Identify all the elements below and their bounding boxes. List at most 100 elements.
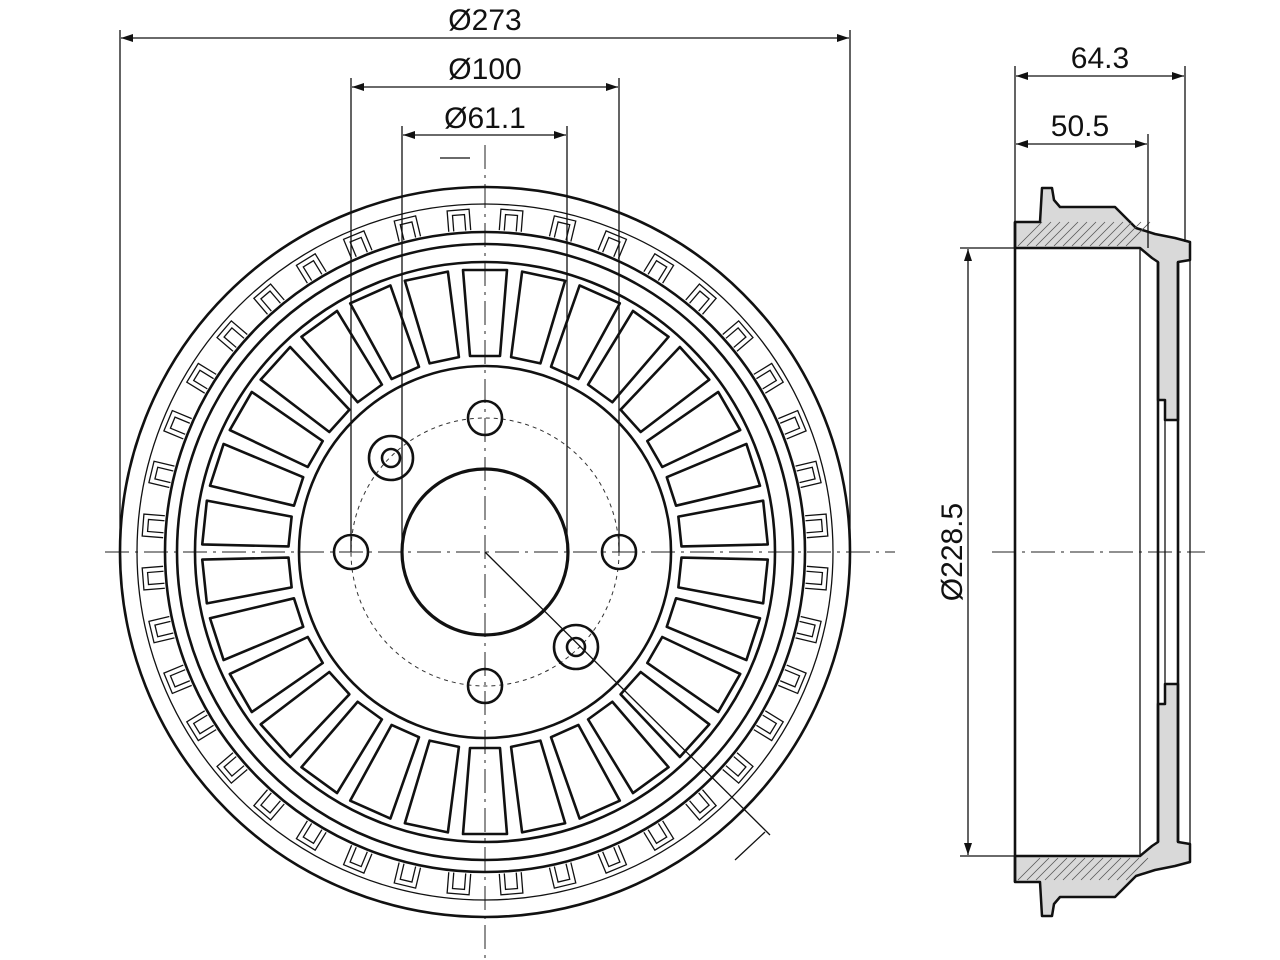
locating-hole-upper-left-inner: [380, 447, 402, 469]
cooling-fin: [795, 460, 822, 489]
cooling-fin: [722, 319, 754, 352]
dim-label-bolt-circle: Ø100: [448, 53, 521, 86]
cooling-fin: [342, 845, 373, 874]
hatch-line: [1053, 857, 1077, 881]
radial-rib: [228, 390, 325, 469]
radial-rib: [586, 309, 670, 404]
hatch-line: [1098, 221, 1124, 247]
cooling-fin: [643, 820, 675, 852]
radial-rib: [619, 670, 711, 759]
hatch-line: [1044, 857, 1068, 881]
dim-label-outer-diameter: Ø273: [448, 4, 521, 37]
hatch-line: [1026, 857, 1050, 881]
radial-rib: [509, 739, 567, 834]
radial-rib: [348, 723, 421, 820]
hatch-line: [1107, 857, 1131, 881]
radial-rib: [208, 442, 305, 507]
cooling-fins: [141, 208, 829, 896]
locating-hole-lower-right-outer: [552, 623, 600, 671]
hatch-line: [1026, 221, 1052, 247]
bolt-hole-bottom: [466, 667, 504, 705]
cooling-fin: [722, 752, 754, 785]
hatch-line: [1080, 857, 1104, 881]
section-tick: [734, 831, 766, 861]
radial-rib: [200, 556, 293, 605]
section-leader-line: [484, 551, 771, 836]
cooling-fin: [548, 215, 577, 242]
radial-rib: [677, 556, 770, 605]
hatch-line: [1125, 221, 1151, 247]
cooling-fin: [446, 208, 472, 232]
cooling-fin: [148, 460, 175, 489]
hatch-line: [1089, 221, 1115, 247]
hatch-line: [1035, 857, 1059, 881]
hatch-line: [1107, 221, 1133, 247]
radial-rib: [549, 723, 622, 820]
cooling-fin: [548, 862, 577, 889]
radial-rib: [300, 700, 384, 795]
radial-rib: [586, 700, 670, 795]
dim-label-center-bore: Ø61.1: [444, 102, 526, 135]
radial-rib: [461, 268, 509, 358]
locating-hole-lower-right-inner: [565, 636, 587, 658]
radial-rib: [228, 635, 325, 714]
cooling-fin: [805, 565, 829, 591]
bolt-hole-top: [466, 399, 504, 437]
section-hatching: [1017, 221, 1151, 881]
cooling-fin: [498, 208, 524, 232]
braking-surface-outer-circle: [163, 230, 807, 874]
cooling-fin: [753, 710, 785, 742]
radial-rib: [677, 499, 770, 548]
cooling-fin: [148, 615, 175, 644]
radial-rib: [509, 270, 567, 365]
cooling-fin: [685, 283, 718, 315]
front-view: Ø273 Ø100 Ø61.1: [105, 4, 895, 958]
cooling-fin: [778, 409, 807, 440]
braking-surface-inner-circle: [175, 242, 795, 862]
radial-rib: [665, 442, 762, 507]
cooling-fin: [163, 664, 192, 695]
cooling-fin: [163, 409, 192, 440]
cooling-fin: [498, 872, 524, 896]
cooling-fin: [216, 319, 248, 352]
cooling-fin: [778, 664, 807, 695]
cooling-fin: [446, 872, 472, 896]
radial-rib: [665, 597, 762, 662]
cooling-fin: [805, 513, 829, 539]
radial-rib: [549, 284, 622, 381]
hatch-line: [1062, 857, 1086, 881]
cooling-fin: [252, 789, 285, 821]
hatch-line: [1044, 221, 1070, 247]
cooling-fin: [753, 362, 785, 394]
radial-rib: [208, 597, 305, 662]
cooling-fin: [795, 615, 822, 644]
cooling-fin: [252, 283, 285, 315]
dim-label-overall-height: 64.3: [1071, 42, 1129, 75]
hub-rib-outer-circle: [193, 260, 777, 844]
radial-rib: [619, 345, 711, 434]
hatch-line: [1125, 857, 1149, 881]
radial-rib: [348, 284, 421, 381]
radial-rib: [461, 746, 509, 836]
cooling-fin: [185, 362, 217, 394]
dim-label-braking-diameter: Ø228.5: [936, 503, 969, 601]
cooling-fin: [141, 513, 165, 539]
hatch-line: [1071, 221, 1097, 247]
hatch-line: [1116, 221, 1142, 247]
radial-rib: [300, 309, 384, 404]
hatch-line: [1017, 857, 1041, 881]
radial-rib: [259, 670, 351, 759]
hatch-line: [1062, 221, 1088, 247]
hatch-line: [1098, 857, 1122, 881]
hatch-line: [1053, 221, 1079, 247]
radial-rib: [645, 635, 742, 714]
hatch-line: [1080, 221, 1106, 247]
cooling-fin: [342, 230, 373, 259]
hatch-line: [1035, 221, 1061, 247]
cooling-fin: [597, 230, 628, 259]
radial-rib: [645, 390, 742, 469]
side-section-view: Ø228.5 64.3 50.5: [936, 42, 1205, 918]
hatch-line: [1116, 857, 1140, 881]
dim-label-inner-height: 50.5: [1051, 110, 1109, 143]
